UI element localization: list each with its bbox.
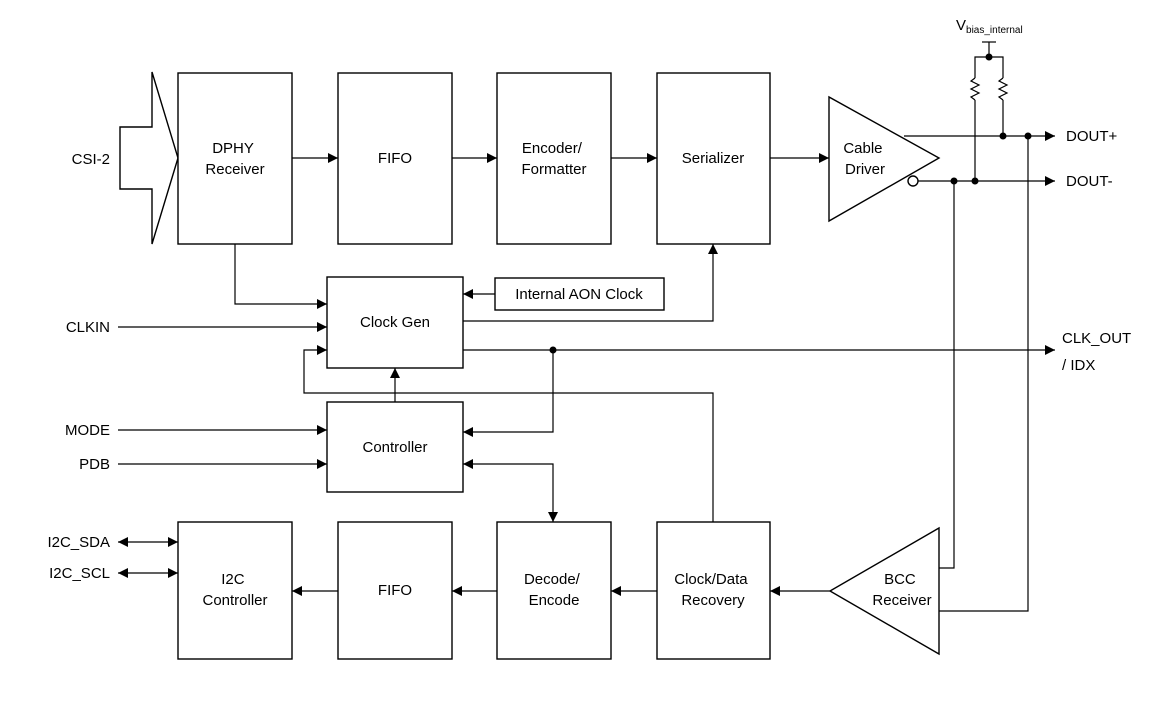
- i2c-controller-label: I2C Controller: [202, 571, 267, 609]
- encoder-formatter-block: [496, 72, 612, 245]
- dphy-receiver-label: DPHY Receiver: [205, 140, 264, 178]
- csi2-label: CSI-2: [72, 151, 110, 168]
- controller-label: Controller: [362, 439, 427, 456]
- i2c-scl-label: I2C_SCL: [49, 565, 110, 582]
- clock-data-recovery-block: [656, 521, 771, 660]
- wire-cdr-to-clockgen: [303, 345, 714, 522]
- tx-fifo-label: FIFO: [378, 150, 412, 167]
- mode-label: MODE: [65, 422, 110, 439]
- cable-driver-label: Cable Driver: [843, 140, 886, 178]
- rx-fifo-label: FIFO: [378, 582, 412, 599]
- bcc-receiver-triangle: [828, 526, 940, 656]
- resistor-left-top-lead: [974, 56, 989, 78]
- resistor-right-symbol: [997, 77, 1009, 101]
- cable-driver-invert-bubble: [907, 175, 919, 187]
- resistor-right-top-lead: [989, 56, 1004, 78]
- clock-gen-block: [326, 276, 464, 369]
- pdb-label: PDB: [79, 456, 110, 473]
- idx-label: / IDX: [1062, 357, 1095, 374]
- wire-clk-to-controller: [463, 350, 554, 437]
- clock-gen-label: Clock Gen: [360, 314, 430, 331]
- cable-driver-triangle: [828, 95, 941, 223]
- clkin-label: CLKIN: [66, 319, 110, 336]
- vbias-label: Vbias_internal: [956, 17, 1023, 36]
- i2c-controller-block: [177, 521, 293, 660]
- dout-minus-label: DOUT-: [1066, 173, 1113, 190]
- wire-controller-decode: [463, 459, 558, 522]
- i2c-sda-label: I2C_SDA: [47, 534, 110, 551]
- clock-data-recovery-label: Clock/Data Recovery: [674, 571, 752, 609]
- encoder-formatter-label: Encoder/ Formatter: [521, 140, 586, 178]
- wire-dout-plus-to-bcc: [939, 136, 1029, 612]
- clk-out-label: CLK_OUT: [1062, 330, 1131, 347]
- rx-fifo-block: [337, 521, 453, 660]
- dout-plus-label: DOUT+: [1066, 128, 1117, 145]
- serializer-block: [656, 72, 771, 245]
- resistor-left-symbol: [969, 77, 981, 101]
- wire-clockgen-to-serializer: [463, 244, 718, 322]
- wire-dout-minus-to-bcc: [939, 181, 955, 569]
- decode-encode-block: [496, 521, 612, 660]
- csi2-bus-arrow: [119, 71, 179, 245]
- wire-dphy-to-clockgen: [234, 244, 327, 309]
- decode-encode-label: Decode/ Encode: [524, 571, 584, 609]
- internal-aon-clock-label: Internal AON Clock: [515, 286, 643, 303]
- serializer-label: Serializer: [682, 150, 745, 167]
- bcc-receiver-label: BCC Receiver: [872, 571, 931, 609]
- dphy-receiver-block: [177, 72, 293, 245]
- tx-fifo-block: [337, 72, 453, 245]
